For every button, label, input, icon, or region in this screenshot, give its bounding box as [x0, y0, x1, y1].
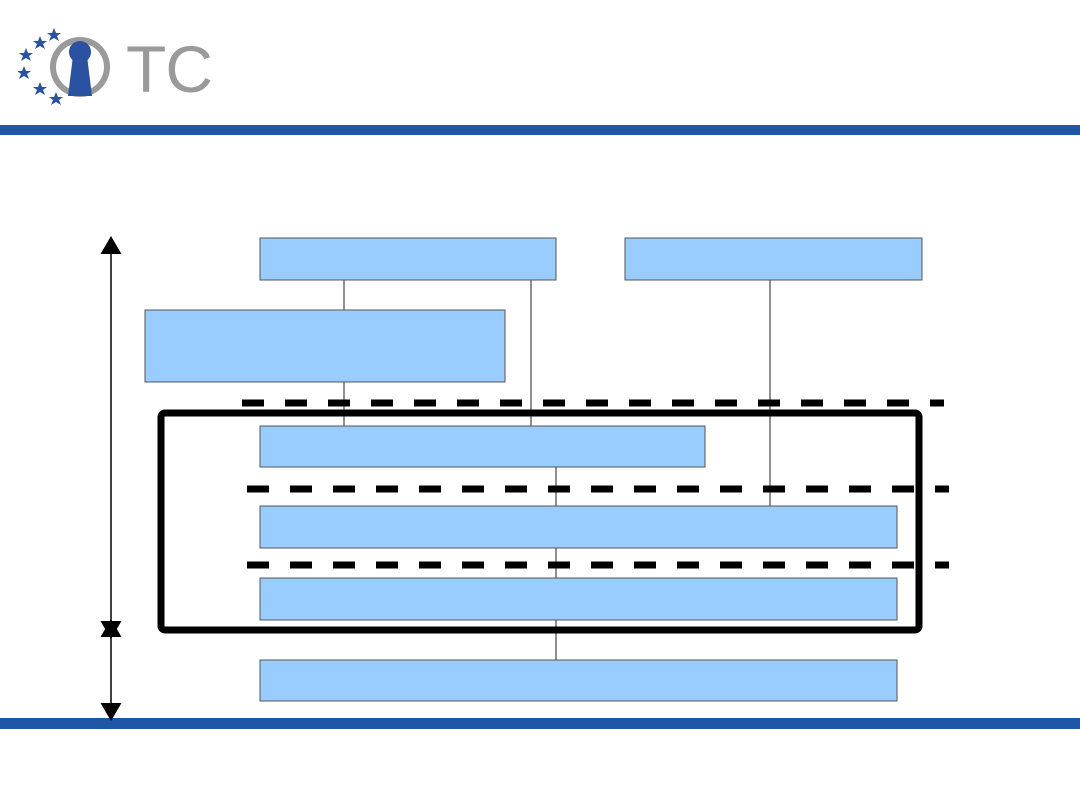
box-middle-left: [144, 309, 506, 383]
box-layer-1: [259, 425, 706, 468]
star-icon: [19, 48, 33, 61]
box-layer-3: [259, 577, 898, 621]
logo-text: TC: [126, 32, 213, 106]
trusted-frame: [157, 409, 923, 634]
box-layer-2: [259, 505, 898, 549]
star-icon: [49, 92, 63, 105]
star-icon: [33, 82, 47, 95]
star-icons: [17, 28, 63, 105]
footer-band: [0, 718, 1080, 729]
star-icon: [17, 66, 31, 79]
logo: TC: [17, 22, 213, 112]
star-icon: [33, 36, 47, 49]
boxes: [144, 237, 923, 702]
header-band: [0, 125, 1080, 135]
box-bottom: [259, 659, 898, 702]
box-top-right: [624, 237, 923, 281]
dashed-separators: [242, 399, 949, 569]
box-top-left: [259, 237, 557, 281]
keyhole-body: [68, 56, 92, 96]
star-icon: [47, 28, 61, 41]
logo-emblem: [17, 28, 110, 105]
